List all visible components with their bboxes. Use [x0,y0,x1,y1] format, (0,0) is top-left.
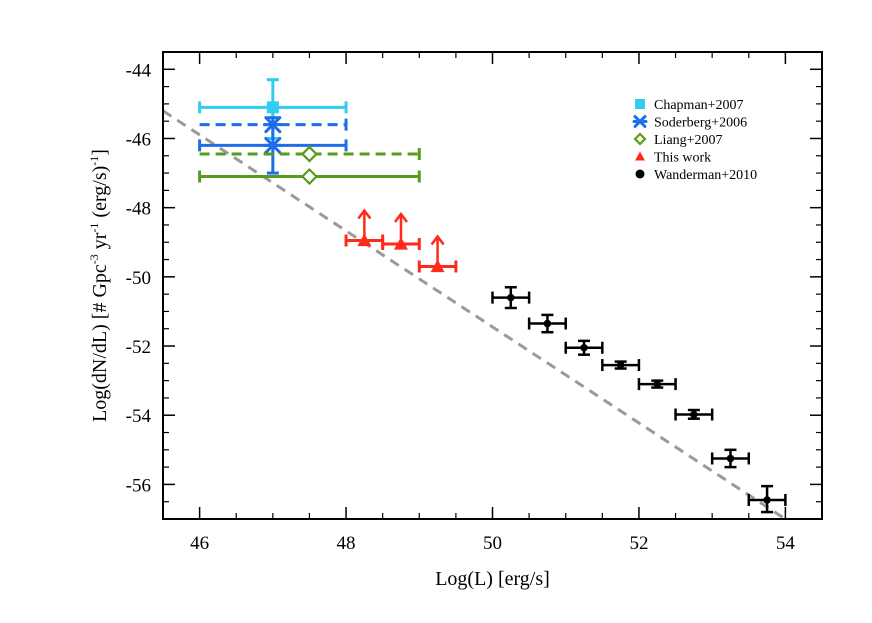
y-axis-label: Log(dN/dL) [# Gpc-3 yr-1 (erg/s)-1] [87,149,111,422]
legend-item-4: Wanderman+2010 [635,168,757,183]
marker-asterisk [262,136,283,154]
data-point-2-1 [198,167,421,186]
x-axis-label: Log(L) [erg/s] [435,568,550,590]
y-tick-label: -52 [126,337,151,358]
data-point-3-1 [381,211,421,250]
y-tick-label: -48 [126,199,151,220]
legend-item-2: Liang+2007 [633,132,723,148]
marker-square [266,101,279,114]
data-point-4-0 [491,285,531,310]
data-point-3-0 [344,208,385,247]
series-3 [344,208,458,273]
legend-label: This work [654,151,711,166]
data-point-4-4 [637,378,677,391]
legend: Chapman+2007Soderberg+2006Liang+2007This… [632,98,757,183]
y-tick-label: -50 [126,268,151,289]
y-tick-label: -54 [126,406,152,427]
legend-label: Soderberg+2006 [654,116,747,131]
y-axis-label-sup-3: -1 [87,156,101,166]
legend-item-0: Chapman+2007 [635,98,744,113]
marker-triangle [393,236,408,250]
marker-circle [763,496,771,504]
lower-limit-arrow-head [357,208,372,220]
legend-marker-circle [635,169,645,179]
data-point-4-3 [601,359,641,372]
axis-ticks: 46 48 50 52 54 -44 -46 -48 -50 -52 -54 -56 [126,51,823,554]
marker-circle [616,361,625,369]
data-point-3-2 [417,234,458,273]
legend-label: Chapman+2007 [654,98,744,113]
data-point-2-0 [199,145,421,163]
y-tick-label: -44 [126,60,152,81]
x-tick-label: 48 [337,533,356,554]
legend-marker-asterisk [632,115,648,128]
legend-marker-square [635,99,645,109]
fit-line [163,109,787,519]
legend-label: Wanderman+2010 [654,168,757,183]
marker-diamond-open [300,167,319,186]
legend-label: Liang+2007 [654,133,723,148]
x-tick-label: 52 [629,533,648,554]
plot-content [163,78,787,519]
marker-circle [690,410,698,419]
lower-limit-arrow-head [430,234,445,246]
lower-limit-arrow-head [393,211,408,223]
marker-triangle [430,259,445,273]
y-axis-label-part-c: (erg/s) [89,166,111,223]
series-4 [491,285,787,514]
y-tick-label: -56 [126,475,151,496]
data-point-4-7 [747,484,787,514]
y-tick-label: -46 [126,129,151,150]
y-axis-label-part-d: ] [89,149,111,156]
y-axis-label-part-b: yr [89,232,111,254]
legend-item-1: Soderberg+2006 [632,115,747,131]
marker-diamond-open [300,145,319,163]
marker-circle [543,319,552,328]
y-axis-label-sup-2: -1 [87,223,101,233]
series-1 [198,116,348,175]
marker-triangle [357,233,372,247]
data-point-4-2 [564,339,604,356]
legend-marker-triangle [635,151,645,161]
y-axis-label-sup-1: -3 [87,254,101,264]
series-2 [198,145,421,186]
y-axis-label-part-a: Log(dN/dL) [# Gpc [89,264,111,422]
legend-marker-diamond-open [633,132,647,146]
data-point-4-6 [710,448,751,469]
data-point-4-1 [527,313,567,334]
legend-item-3: This work [635,151,711,166]
x-tick-label: 46 [190,533,209,554]
data-point-4-5 [674,408,714,421]
data-point-1-1 [198,116,348,175]
x-tick-label: 50 [483,533,502,554]
marker-circle [580,344,588,352]
marker-circle [653,380,661,388]
marker-circle [726,454,735,463]
x-tick-label: 54 [776,533,796,554]
marker-circle [507,293,515,302]
